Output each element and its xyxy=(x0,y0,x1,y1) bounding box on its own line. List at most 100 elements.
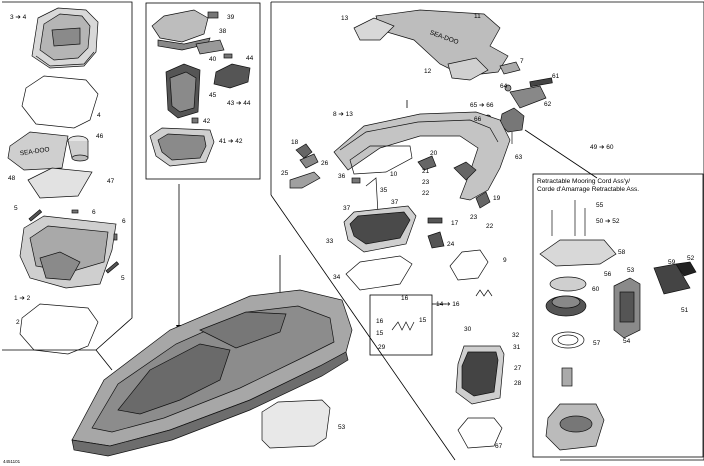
frame-right-panel xyxy=(270,1,704,461)
part-62 xyxy=(509,85,547,109)
part-bin-41 xyxy=(149,127,215,167)
label-l18: 42 xyxy=(203,118,211,125)
label-l65: 55 xyxy=(596,202,604,209)
label-l41: 22 xyxy=(422,190,430,197)
callout-labels: 3 ➔ 4 4 46 48 47 5 6 6 5 1 ➔ 2 2 39 38 4… xyxy=(8,13,695,450)
label-l24: 61 xyxy=(552,73,560,80)
label-l29: 63 xyxy=(515,154,523,161)
mooring-title-en: Retractable Mooring Cord Ass'y/ xyxy=(537,178,630,185)
part-strip-5a xyxy=(28,209,43,222)
label-l1: 3 ➔ 4 xyxy=(10,14,27,21)
part-bin-33 xyxy=(343,205,417,253)
label-l53: 14 ➔ 16 xyxy=(436,301,460,308)
label-l16: 45 xyxy=(209,92,217,99)
frame-left-panel xyxy=(2,1,133,351)
label-l25: 64 xyxy=(500,83,508,90)
label-l22: 12 xyxy=(424,68,432,75)
label-l23: 7 xyxy=(520,58,524,65)
part-40 xyxy=(195,39,225,55)
label-l42: 37 xyxy=(343,205,351,212)
label-l45: 23 xyxy=(470,214,478,221)
label-l39: 21 xyxy=(422,168,430,175)
label-l21: 11 xyxy=(474,13,481,20)
mooring-title-fr: Corde d'Amarrage Retractable Ass. xyxy=(537,186,639,193)
part-25 xyxy=(289,171,321,189)
label-l51: 9 xyxy=(503,257,507,264)
part-decal-11: SEA-DOO xyxy=(375,9,509,77)
label-l61: 27 xyxy=(514,365,522,372)
part-reel-56 xyxy=(545,295,587,317)
label-l73: 51 xyxy=(681,307,689,314)
label-l48: 33 xyxy=(326,238,334,245)
part-24 xyxy=(427,231,445,249)
label-l11: 2 xyxy=(16,319,20,326)
label-l30: 8 ➔ 13 xyxy=(333,111,353,118)
label-l9: 5 xyxy=(121,275,125,282)
part-decal-12 xyxy=(447,57,489,81)
label-l58: 30 xyxy=(464,326,472,333)
part-19 xyxy=(475,191,491,209)
part-bolts xyxy=(551,200,586,236)
part-18 xyxy=(295,143,313,159)
part-cup-46 xyxy=(67,135,89,162)
part-64 xyxy=(504,84,512,92)
label-l44: 19 xyxy=(493,195,501,202)
part-gasket-28 xyxy=(457,417,503,449)
label-l74: 54 xyxy=(623,338,631,345)
label-l43: 37 xyxy=(391,199,399,206)
label-l69: 52 xyxy=(687,255,695,262)
part-cover-48: SEA-DOO xyxy=(7,131,69,171)
label-l66: 50 ➔ 52 xyxy=(596,218,620,225)
label-l54: 16 xyxy=(376,318,384,325)
label-l8: 6 xyxy=(122,218,126,225)
part-storage-bin xyxy=(19,215,117,289)
part-spring xyxy=(391,289,493,331)
part-panel-47 xyxy=(27,167,93,199)
label-l26: 62 xyxy=(544,101,552,108)
label-l20: 13 xyxy=(341,15,349,22)
label-l27: 65 ➔ 66 xyxy=(470,102,494,109)
part-decal-13 xyxy=(353,17,395,41)
label-l55: 15 xyxy=(376,330,384,337)
label-l19: 41 ➔ 42 xyxy=(219,138,243,145)
label-l40: 23 xyxy=(422,179,430,186)
part-45 xyxy=(165,63,201,119)
part-26 xyxy=(299,153,319,169)
label-l67: 58 xyxy=(618,249,626,256)
part-gasket-10 xyxy=(349,145,413,175)
label-l50: 34 xyxy=(333,274,341,281)
part-cord-54 xyxy=(551,331,585,349)
part-mooring-plate xyxy=(539,239,617,267)
frame-center-panel xyxy=(145,2,261,180)
label-l71: 56 xyxy=(604,271,612,278)
label-l68: 59 xyxy=(668,259,676,266)
label-l32: 18 xyxy=(291,139,299,146)
label-l38: 20 xyxy=(430,150,438,157)
label-l7: 6 xyxy=(92,209,96,216)
part-bin-27 xyxy=(455,345,505,405)
part-strip-5b xyxy=(105,261,120,274)
label-l13: 38 xyxy=(219,28,227,35)
part-housing-base xyxy=(545,403,605,451)
label-l31: 49 ➔ 60 xyxy=(590,144,614,151)
part-36 xyxy=(351,177,361,184)
part-clip-6b xyxy=(113,233,118,241)
label-l75: 57 xyxy=(593,340,601,347)
part-hood-cover xyxy=(31,7,99,69)
document-id: 4451101 xyxy=(3,459,21,464)
part-cleat-52 xyxy=(613,277,641,339)
part-gasket-9 xyxy=(449,249,489,281)
part-7 xyxy=(499,61,521,75)
frame-mooring-box xyxy=(532,173,704,458)
label-l46: 17 xyxy=(451,220,459,227)
label-l28: 66 xyxy=(474,116,482,123)
part-clip-6a xyxy=(71,209,79,214)
part-17 xyxy=(427,217,443,224)
part-59 xyxy=(675,261,697,277)
part-cover-38 xyxy=(151,9,211,51)
label-l70: 53 xyxy=(627,267,635,274)
label-l15: 44 xyxy=(246,55,254,62)
label-l3: 46 xyxy=(96,133,104,140)
label-l36: 35 xyxy=(380,187,388,194)
